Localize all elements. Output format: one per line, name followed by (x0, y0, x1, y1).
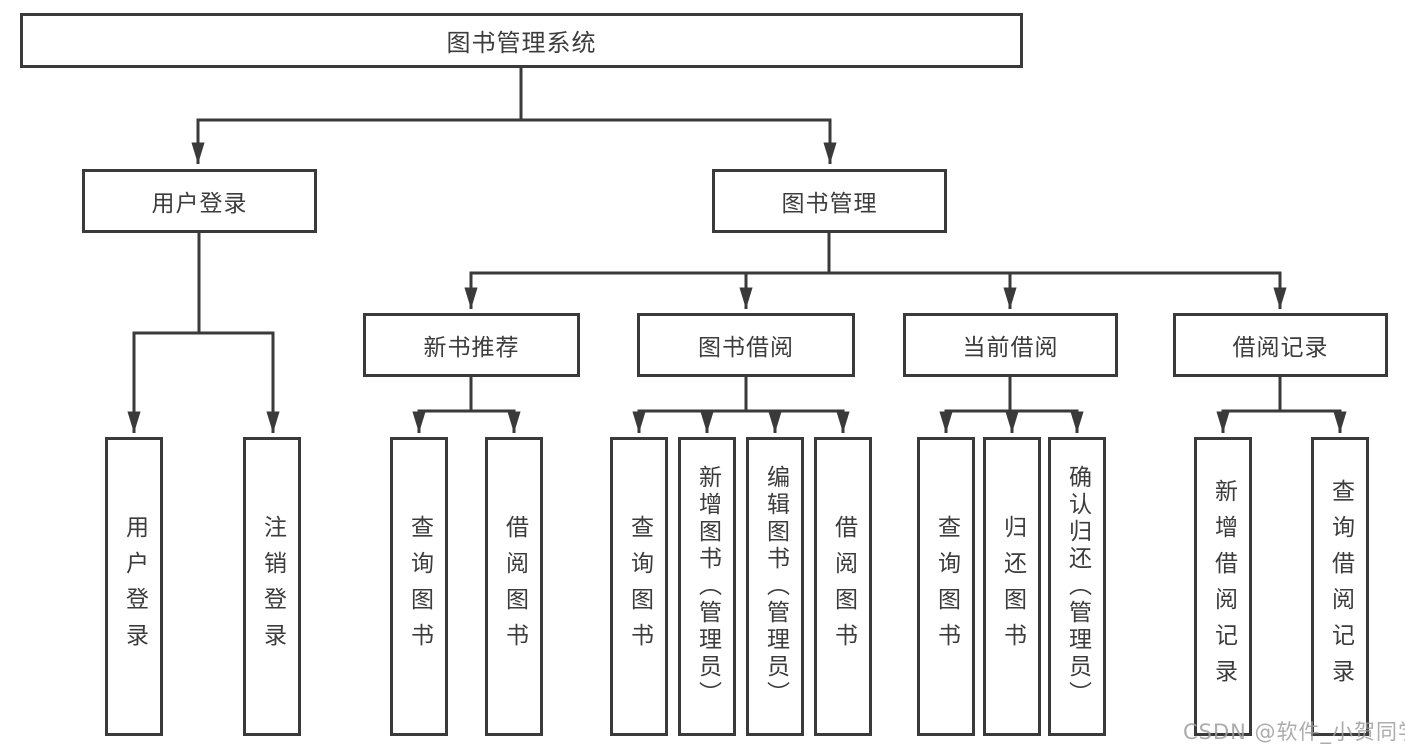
node-user-login: 用户登录 (82, 169, 317, 233)
leaf-user-login: 用户登录 (105, 437, 163, 736)
leaf-label: 借阅图书 (830, 514, 857, 659)
leaf-query-borrow-record: 查询借阅记录 (1311, 437, 1369, 736)
leaf-label: 查询图书 (626, 514, 653, 659)
node-label: 用户登录 (151, 191, 248, 217)
leaf-label: 查询图书 (933, 514, 960, 659)
leaf-label: 查询图书 (406, 514, 433, 659)
leaf-label: 用户登录 (121, 514, 148, 659)
leaf-borrow-books: 借阅图书 (814, 437, 872, 736)
leaf-query-books: 查询图书 (390, 437, 448, 736)
leaf-label: 借阅图书 (501, 514, 528, 659)
leaf-add-books-admin: 新增图书（管理员） (678, 437, 736, 736)
leaf-label: 查询借阅记录 (1327, 478, 1354, 695)
leaf-label: 编辑图书（管理员） (762, 465, 789, 708)
node-label: 图书管理系统 (446, 29, 597, 57)
leaf-label: 新增借阅记录 (1210, 478, 1237, 695)
node-book-management: 图书管理 (712, 169, 947, 233)
leaf-query-books: 查询图书 (610, 437, 668, 736)
node-borrowing-records: 借阅记录 (1173, 313, 1388, 377)
node-label: 新书推荐 (423, 335, 520, 361)
leaf-edit-books-admin: 编辑图书（管理员） (746, 437, 804, 736)
node-label: 图书借阅 (698, 335, 794, 361)
watermark-text: CSDN @软件_小贺同学 (1183, 720, 1405, 744)
leaf-label: 新增图书（管理员） (694, 465, 721, 708)
leaf-return-books: 归还图书 (983, 437, 1041, 736)
leaf-confirm-return-admin: 确认归还（管理员） (1048, 437, 1106, 736)
node-current-borrowing: 当前借阅 (903, 313, 1118, 377)
leaf-logout: 注销登录 (243, 437, 301, 736)
node-new-book-recommend: 新书推荐 (363, 313, 580, 377)
leaf-borrow-books: 借阅图书 (485, 437, 543, 736)
leaf-label: 归还图书 (999, 514, 1026, 659)
node-label: 借阅记录 (1232, 335, 1329, 361)
leaf-label: 注销登录 (259, 514, 286, 659)
leaf-query-books: 查询图书 (917, 437, 975, 736)
node-label: 图书管理 (781, 191, 878, 217)
node-library-management-system: 图书管理系统 (20, 13, 1023, 68)
leaf-add-borrow-record: 新增借阅记录 (1194, 437, 1252, 736)
node-book-borrowing: 图书借阅 (637, 313, 855, 377)
leaf-label: 确认归还（管理员） (1064, 465, 1091, 708)
node-label: 当前借阅 (962, 335, 1059, 361)
